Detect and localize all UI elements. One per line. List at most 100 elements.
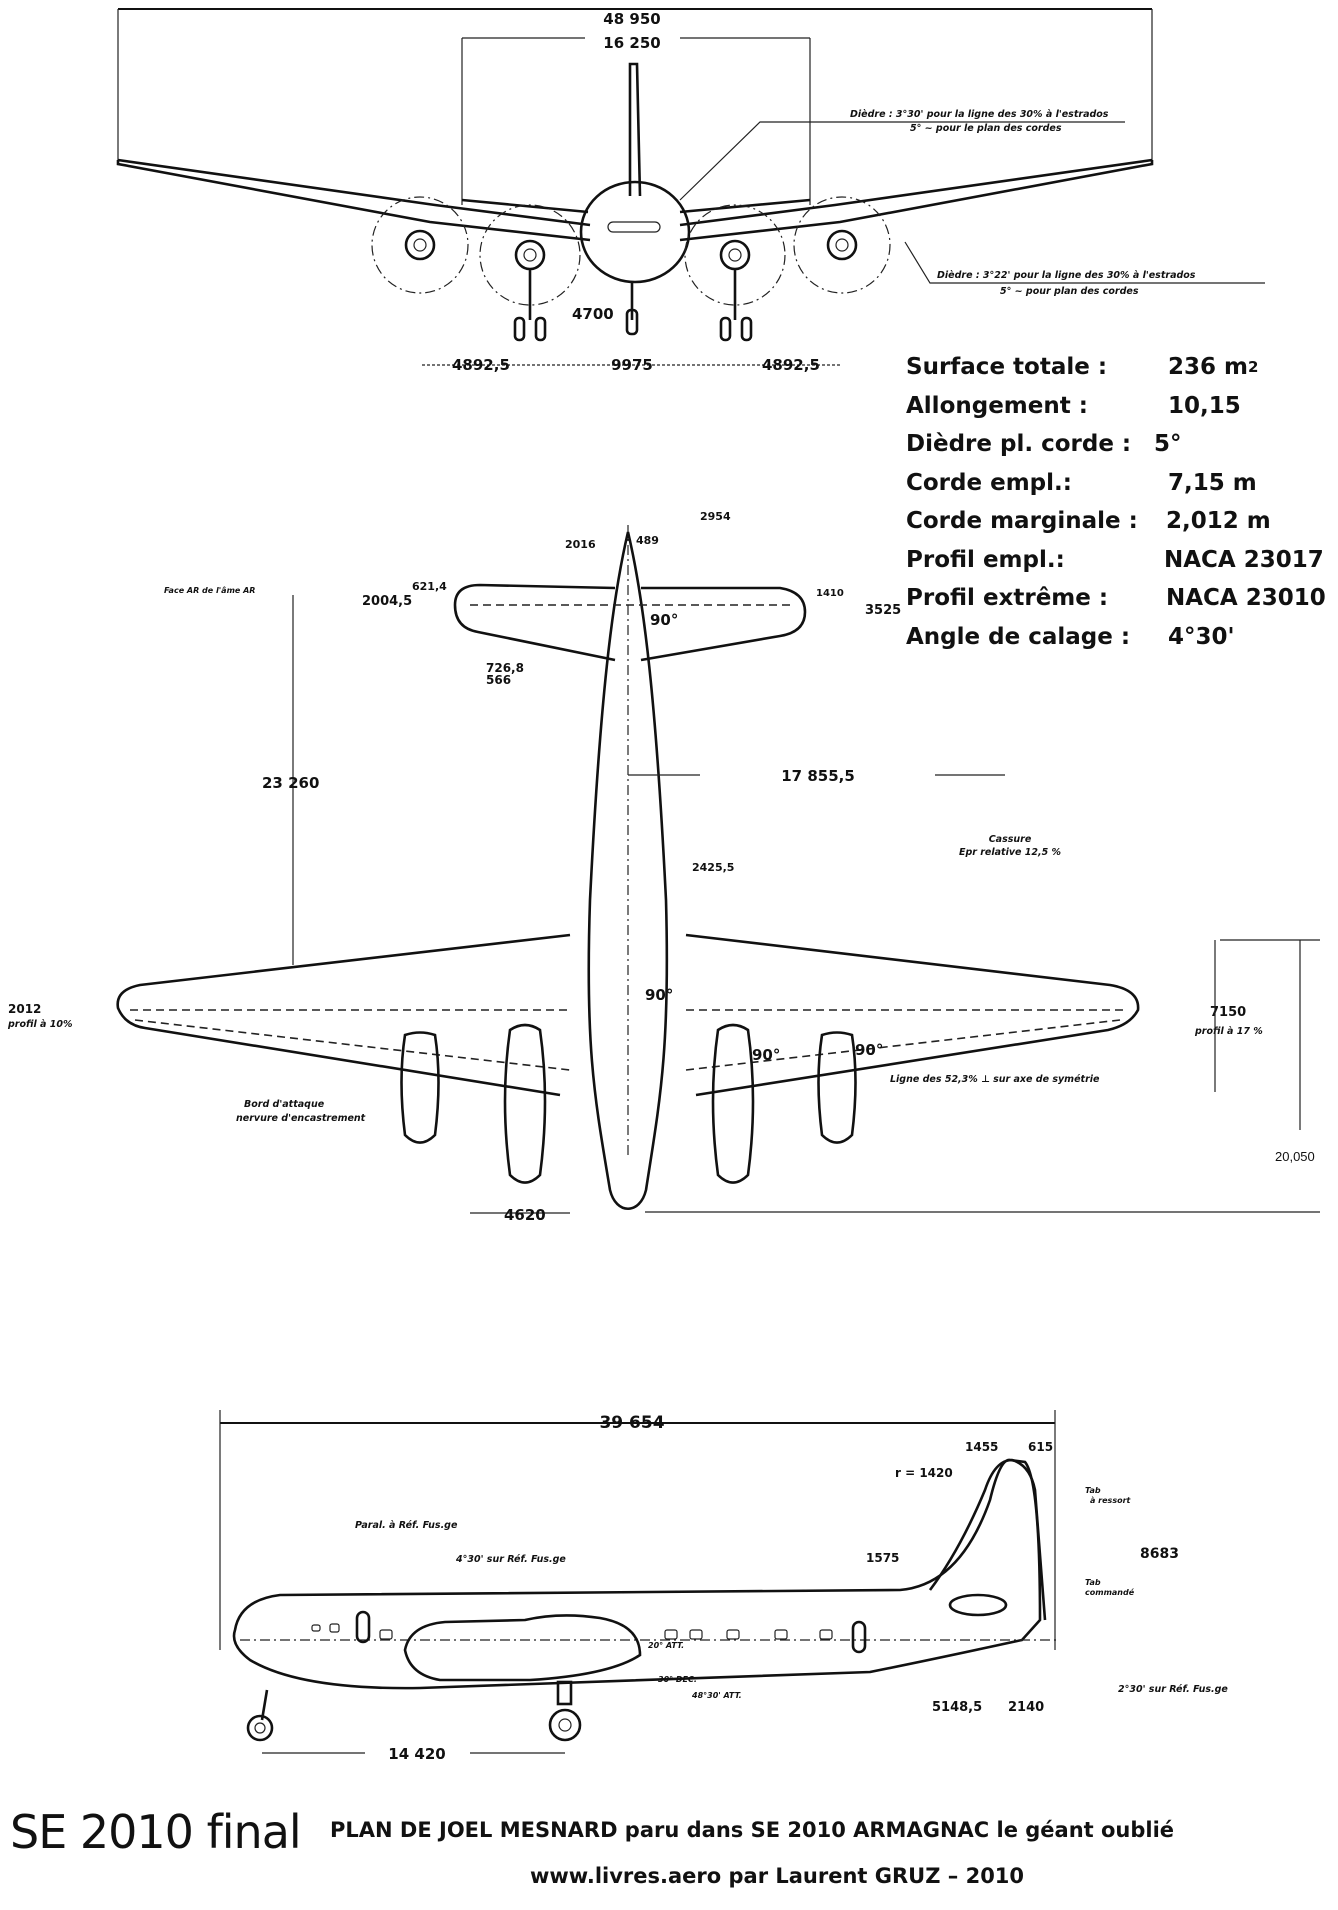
tab-note-2: à ressort [1090,1496,1132,1505]
prop-disc [371,196,469,294]
tail-dim-489: 489 [636,534,659,547]
tab-cmd-2: commandé [1085,1587,1135,1597]
left-wing-front [116,158,591,242]
fuselage-side [232,1458,1042,1690]
spec-row: Allongement :10,15 [906,392,1241,419]
incidence-note: 4°30' sur Réf. Fus.ge [455,1554,566,1565]
parallel-note: Paral. à Réf. Fus.ge [355,1520,458,1531]
engine-angle-2: 90° [855,1041,883,1059]
prop-disc [479,204,581,306]
dihedral-outer-line2: 5° ~ pour plan des cordes [1000,286,1139,297]
engine-angle-1: 90° [752,1046,780,1064]
fin-side [928,1458,1047,1621]
prop-disc [793,196,891,294]
landing-gear-side [246,1680,582,1742]
fuselage-width-label: 2425,5 [692,861,734,874]
span-label: 48 950 [603,10,660,28]
spinner [835,238,849,252]
drawing-source: www.livres.aero par Laurent GRUZ – 2010 [530,1864,1025,1888]
tail-dim-726: 726,8 [486,661,524,675]
tailplane-note: 2°30' sur Réf. Fus.ge [1118,1684,1228,1695]
front-view: 48 950 16 250 [116,8,1265,374]
leading-edge-note-2: nervure d'encastrement [236,1113,366,1124]
tail-dim-1410: 1410 [816,588,844,599]
tail-dim-2954: 2954 [700,510,731,523]
tail-angle-label: 90° [650,611,678,629]
dihedral-inner-line1: Dièdre : 3°30' pour la ligne des 30% à l… [850,109,1109,120]
spec-row: Profil empl.:NACA 23017 [906,546,1324,573]
prop-disc [684,204,786,306]
dim-5148: 5148,5 [932,1700,982,1715]
tail-dim-566: 566 [486,673,511,687]
cockpit-window [607,221,661,233]
tail-dim-621: 621,4 [412,580,447,593]
tip-profile-label: profil à 10% [7,1019,73,1030]
spinner [728,248,742,262]
flap-3-label: 48°30' ATT. [691,1691,742,1700]
spec-row: Profil extrême :NACA 23010 [906,585,1326,611]
spec-row: Dièdre pl. corde :5° [906,431,1182,457]
side-view: 39 654 14 [219,1410,1228,1763]
height-label: 8683 [1140,1546,1179,1562]
tail-note: Face AR de l'âme AR [164,586,255,595]
tail-chord-label: 3525 [865,603,901,618]
dihedral-outer-leader [904,241,1265,284]
tab-note-1: Tab [1085,1486,1101,1495]
cassure-line2: Epr relative 12,5 % [959,847,1061,858]
nose-to-wing-label: 20,050 [1275,1149,1315,1164]
spinner [523,248,537,262]
nose-gear-height-label: 4700 [572,305,614,323]
root-profile-label: profil à 17 % [1194,1026,1263,1037]
wheelbase-label: 14 420 [388,1745,445,1763]
engine-nacelle [404,229,436,261]
leading-edge-note-1: Bord d'attaque [244,1099,325,1110]
tip-chord-label: 2012 [8,1002,41,1016]
engine-nacelle-side [403,1614,642,1682]
cassure-line1: Cassure [989,834,1032,845]
tab-cmd-1: Tab [1085,1578,1101,1587]
line-note: Ligne des 52,3% ⊥ sur axe de symétrie [890,1074,1100,1085]
fin-dim-615: 615 [1028,1440,1053,1454]
spec-row: Angle de calage :4°30' [906,623,1235,650]
length-label: 39 654 [599,1413,664,1433]
fin-dim-1455: 1455 [965,1440,998,1454]
tailplane-top [453,583,807,662]
fin-dim-1575: 1575 [866,1551,899,1565]
root-chord-label: 7150 [1210,1005,1246,1020]
flap-2-label: 30° DEC. [658,1675,697,1684]
wing-top [116,933,1140,1097]
flap-1-label: 20° ATT. [648,1641,684,1650]
tail-dim-2004: 2004,5 [362,594,412,609]
tailplane-side [948,1593,1008,1617]
dihedral-outer-line1: Dièdre : 3°22' pour la ligne des 30% à l… [937,270,1196,281]
root-angle-label: 90° [645,986,673,1004]
fuselage-top [587,531,669,1210]
tailplane-span-label: 16 250 [603,34,660,52]
drawing-credit: PLAN DE JOEL MESNARD paru dans SE 2010 A… [330,1818,1175,1842]
dim-2140: 2140 [1008,1700,1044,1715]
engine-spacing-left-label: 4892,5 [452,356,510,374]
engine-offset-label: 4620 [504,1206,546,1224]
wing-to-tail-label: 23 260 [262,774,319,792]
engine-nacelles-top [400,1023,857,1184]
fuselage-front [579,180,691,284]
engine-spacing-right-label: 4892,5 [762,356,820,374]
spec-row: Corde empl.:7,15 m [906,469,1257,496]
half-span-label: 17 855,5 [781,767,855,785]
landing-gear-front [513,268,753,342]
dihedral-inner-line2: 5° ~ pour le plan des cordes [910,123,1062,134]
spec-row: Corde marginale :2,012 m [906,508,1271,534]
cabin-windows [311,1610,867,1654]
fin-front [628,62,642,197]
engine-nacelle [826,229,858,261]
engine-spacing-center-label: 9975 [611,356,653,374]
right-wing-front [679,158,1154,242]
spinner [413,238,427,252]
fin-radius: r = 1420 [895,1466,953,1480]
drawing-title: SE 2010 final [10,1805,302,1859]
tail-dim-2016: 2016 [565,538,596,551]
